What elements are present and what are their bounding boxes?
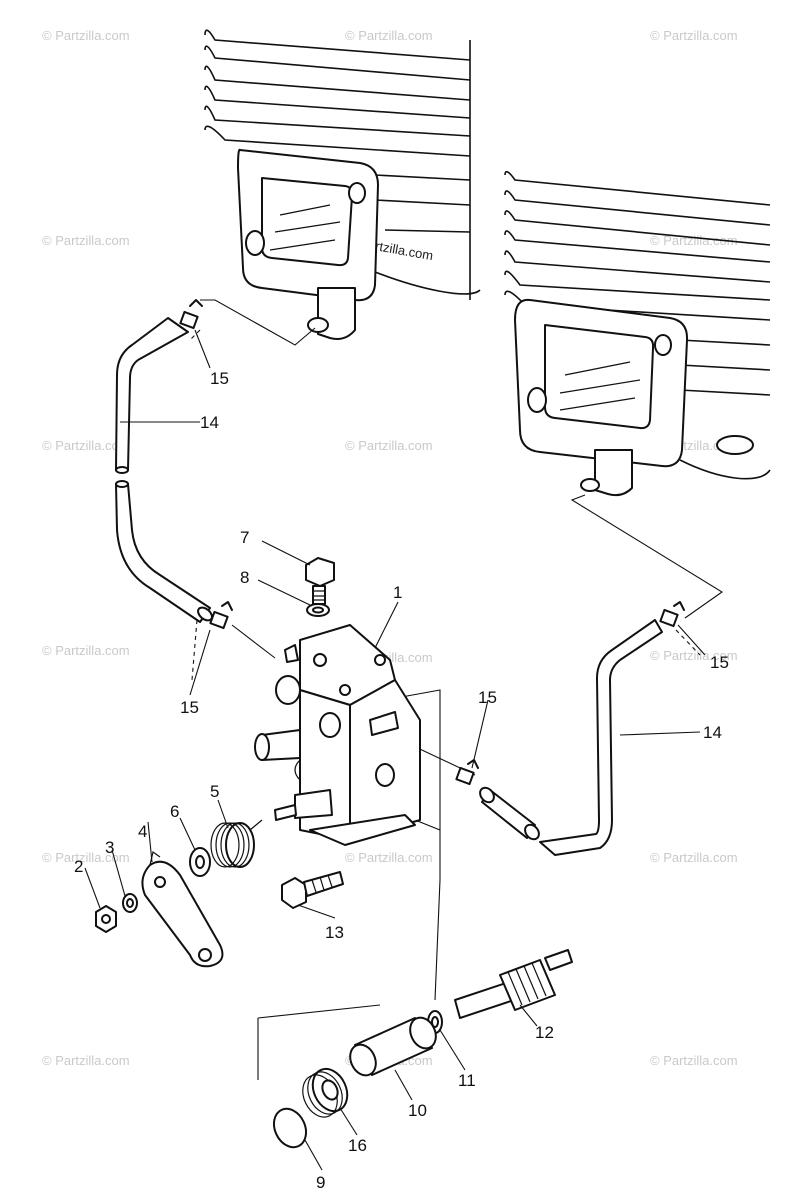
watermark-text: © Partzilla.com (650, 233, 738, 248)
callout-2: 2 (74, 857, 83, 876)
washer-icon (122, 893, 138, 913)
clamp-icon (455, 759, 479, 786)
lever-icon (141, 850, 224, 968)
watermarks: © Partzilla.com © Partzilla.com © Partzi… (42, 28, 738, 1068)
callout-3: 3 (105, 838, 114, 857)
bushing-icon (349, 1016, 437, 1077)
watermark-text: © Partzilla.com (650, 648, 738, 663)
watermark-text: © Partzilla.com (650, 28, 738, 43)
clamp-icon (179, 299, 203, 330)
right-exhaust-flange (514, 298, 689, 497)
watermark-text: © Partzilla.com (42, 233, 130, 248)
clamp-icon (659, 601, 685, 628)
callout-12: 12 (535, 1023, 554, 1042)
watermark-text: © Partzilla.com (345, 438, 433, 453)
o-ring-icon (272, 1107, 308, 1149)
hose-right (479, 619, 663, 856)
oil-pump-body (254, 624, 421, 846)
watermark-text: © Partzilla.com (650, 1053, 738, 1068)
callout-1: 1 (393, 583, 402, 602)
callout-14-right: 14 (703, 723, 722, 742)
callout-13: 13 (325, 923, 344, 942)
callout-10: 10 (408, 1101, 427, 1120)
callout-16: 16 (348, 1136, 367, 1155)
callout-labels: 1 2 3 4 5 6 7 8 9 10 11 12 13 14 14 15 1… (74, 369, 729, 1192)
nut-icon (95, 905, 117, 933)
screw-icon (281, 871, 344, 909)
callout-4: 4 (138, 822, 147, 841)
watermark-text: © Partzilla.com (42, 1053, 130, 1068)
bolt-icon (305, 557, 335, 605)
callout-6: 6 (170, 802, 179, 821)
callout-14-left: 14 (200, 413, 219, 432)
clamp-icon (209, 601, 233, 630)
left-cylinder (204, 29, 481, 300)
callout-9: 9 (316, 1173, 325, 1192)
left-exhaust-flange (237, 148, 379, 340)
spring-icon (210, 819, 263, 868)
watermark-text: © Partzilla.com (42, 850, 130, 865)
washer-icon (189, 847, 211, 877)
watermark-text: © Partzilla.com (650, 850, 738, 865)
watermark-text: © Partzilla.com (42, 438, 130, 453)
callout-15-top-left: 15 (210, 369, 229, 388)
watermark-text: © Partzilla.com (42, 28, 130, 43)
watermark-text: © Partzilla.com (345, 850, 433, 865)
seal-icon (302, 1067, 349, 1118)
hose-left (115, 317, 213, 623)
watermark-text: © Partzilla.com (345, 28, 433, 43)
washer-icon (306, 603, 330, 617)
callout-leaders (84, 329, 706, 1171)
callout-15-center: 15 (478, 688, 497, 707)
right-cylinder (504, 170, 771, 480)
callout-15-mid-left: 15 (180, 698, 199, 717)
callout-11: 11 (458, 1071, 476, 1090)
drive-gear-shaft (454, 949, 573, 1019)
callout-7: 7 (240, 528, 249, 547)
callout-15-right: 15 (710, 653, 729, 672)
watermark-text: © Partzilla.com (42, 643, 130, 658)
callout-8: 8 (240, 568, 249, 587)
callout-5: 5 (210, 782, 219, 801)
